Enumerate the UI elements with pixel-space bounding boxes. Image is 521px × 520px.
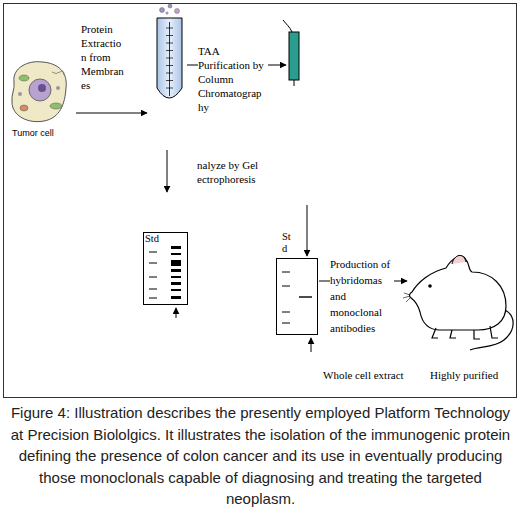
- step-label: TAA Purification by Column Chromatograp …: [198, 44, 268, 114]
- gel-bands-part: [282, 272, 290, 273]
- chromatography-column-part: [294, 80, 295, 86]
- marker-arrow: [311, 338, 312, 352]
- gel-label: Highly purified: [430, 368, 498, 382]
- mouse: [403, 255, 513, 350]
- tumor-cell-part: [18, 92, 22, 96]
- test-tube-part-part: [166, 73, 173, 74]
- gel-node: St d: [276, 230, 318, 335]
- tumor-cell-part: [20, 105, 28, 111]
- gel-bands-part: [149, 252, 157, 253]
- chromatography-column-part: [289, 32, 299, 80]
- test-tube-part: [160, 8, 165, 13]
- test-tube-part: [166, 28, 173, 88]
- test-tube-part-part: [166, 58, 173, 59]
- caption-text: Figure 4: Illustration describes the pre…: [11, 404, 510, 507]
- flow-arrow: [307, 205, 308, 256]
- tumor-cell-part: [38, 84, 46, 92]
- chromatography-column-part: [283, 20, 292, 32]
- test-tube-part: [168, 4, 172, 8]
- test-tube-part-part: [166, 43, 173, 44]
- gel-bands-part: [171, 276, 181, 278]
- test-tube-part-part: [166, 28, 173, 29]
- gel-bands-part: [171, 289, 181, 291]
- gel-label: Whole cell extract: [323, 368, 404, 382]
- chromatography-column: [283, 20, 299, 86]
- test-tube-part: [169, 22, 170, 96]
- gel-bands-part: [282, 312, 290, 313]
- test-tube-part-part: [166, 80, 173, 81]
- gel-bands-part: [282, 323, 290, 324]
- step-label: Protein Extractio n from Membran es: [81, 22, 127, 92]
- test-tube-part-part: [166, 65, 173, 66]
- mouse-part: [410, 256, 506, 330]
- gel-bands-part: [171, 269, 181, 272]
- flow-arrow: [76, 113, 147, 114]
- gel-bands-part: [171, 253, 181, 255]
- gel-node: Std: [143, 232, 188, 305]
- tumor-cell-part: [52, 71, 64, 75]
- lane-label: Std: [145, 233, 175, 245]
- mouse-part: [428, 284, 432, 288]
- marker-arrow: [176, 308, 177, 318]
- gel-bands-part: [171, 246, 181, 249]
- gel-bands-part: [171, 282, 181, 285]
- tumor-cell-part: [29, 79, 51, 101]
- step-label: Production of hybridomas and monoclonal …: [330, 256, 394, 336]
- test-tube-part-part: [166, 50, 173, 51]
- tumor-cell-part: [56, 86, 60, 90]
- gel-bands-part: [171, 296, 181, 299]
- gel-bands-part: [299, 296, 312, 297]
- tumor-cell: [12, 62, 66, 122]
- test-tube-part-part: [166, 35, 173, 36]
- test-tube-part-part: [166, 88, 173, 89]
- figure-frame: [4, 4, 517, 398]
- test-tube: [157, 4, 182, 98]
- test-tube-part: [166, 12, 169, 15]
- tumor-cell-part: [12, 62, 66, 122]
- lane-label: St d: [282, 231, 294, 255]
- figure-caption: Figure 4: Illustration describes the pre…: [6, 402, 515, 510]
- tumor-cell-part: [19, 75, 29, 81]
- flow-arrow: [167, 150, 168, 192]
- gel-outline: [276, 258, 318, 335]
- gel-bands-part: [282, 286, 290, 287]
- test-tube-part: [157, 18, 182, 98]
- tumor-cell-part: [50, 103, 62, 109]
- gel-bands-part: [149, 277, 157, 278]
- mouse-part: [452, 255, 466, 264]
- test-tube-part: [175, 9, 180, 14]
- step-label: nalyze by Gel ectrophoresis: [197, 158, 279, 186]
- cell-label: Tumor cell: [12, 128, 54, 139]
- mouse-part: [432, 326, 498, 339]
- gel-bands-part: [149, 263, 157, 264]
- gel-bands-part: [149, 298, 157, 299]
- mouse-part: [470, 310, 513, 350]
- gel-bands-part: [149, 289, 157, 290]
- mouse-part: [403, 293, 411, 302]
- gel-bands-part: [171, 260, 181, 266]
